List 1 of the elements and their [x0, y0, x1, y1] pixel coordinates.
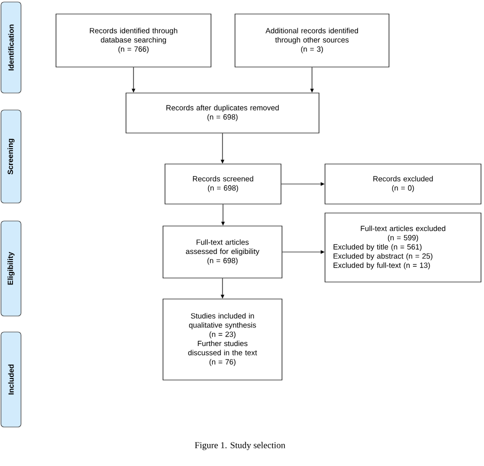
figure-caption: Figure 1. Study selection: [194, 442, 286, 450]
